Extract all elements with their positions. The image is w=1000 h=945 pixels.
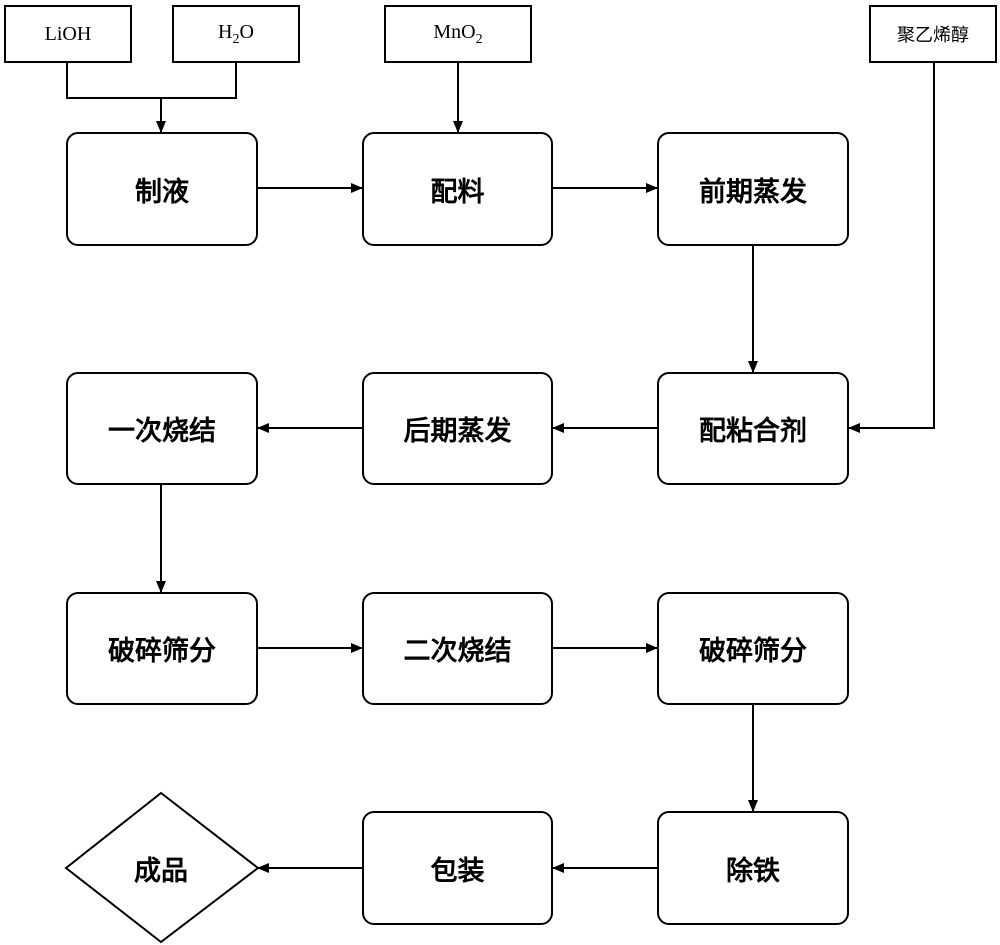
- step-prepare-solution: 制液: [66, 132, 258, 246]
- step-first-sintering: 一次烧结: [66, 372, 258, 485]
- lioh-connector: [66, 63, 237, 99]
- step-crush-sieve-1-label: 破碎筛分: [108, 636, 216, 667]
- step-batching: 配料: [362, 132, 553, 246]
- product-label: 成品: [134, 855, 188, 887]
- input-mno2-label: MnO2: [433, 20, 483, 47]
- input-lioh-label: LiOH: [44, 22, 92, 45]
- input-pva: 聚乙烯醇: [869, 5, 997, 63]
- step-binder-mixing-label: 配粘合剂: [699, 416, 807, 447]
- step-batching-label: 配料: [430, 176, 485, 208]
- step-prepare-solution-label: 制液: [135, 176, 189, 208]
- arrow-pva-to-binder: [848, 63, 935, 433]
- input-mno2: MnO2: [384, 5, 532, 63]
- step-iron-removal: 除铁: [657, 811, 849, 925]
- step-crush-sieve-2: 破碎筛分: [657, 592, 849, 705]
- input-h2o-label: H2O: [218, 20, 254, 47]
- product-diamond: 成品: [86, 838, 236, 898]
- step-late-evaporation-label: 后期蒸发: [403, 416, 512, 447]
- step-iron-removal-label: 除铁: [726, 855, 780, 887]
- step-binder-mixing: 配粘合剂: [657, 372, 849, 485]
- input-lioh: LiOH: [4, 5, 132, 63]
- step-first-sintering-label: 一次烧结: [108, 416, 216, 447]
- step-packaging-label: 包装: [430, 855, 485, 887]
- step-second-sintering-label: 二次烧结: [403, 636, 512, 667]
- step-second-sintering: 二次烧结: [362, 592, 553, 705]
- step-early-evaporation-label: 前期蒸发: [699, 176, 807, 208]
- step-early-evaporation: 前期蒸发: [657, 132, 849, 246]
- step-packaging: 包装: [362, 811, 553, 925]
- step-crush-sieve-1: 破碎筛分: [66, 592, 258, 705]
- input-h2o: H2O: [172, 5, 300, 63]
- product-diamond-shape: [64, 791, 260, 944]
- step-late-evaporation: 后期蒸发: [362, 372, 553, 485]
- input-pva-label: 聚乙烯醇: [897, 25, 969, 46]
- step-crush-sieve-2-label: 破碎筛分: [699, 636, 807, 667]
